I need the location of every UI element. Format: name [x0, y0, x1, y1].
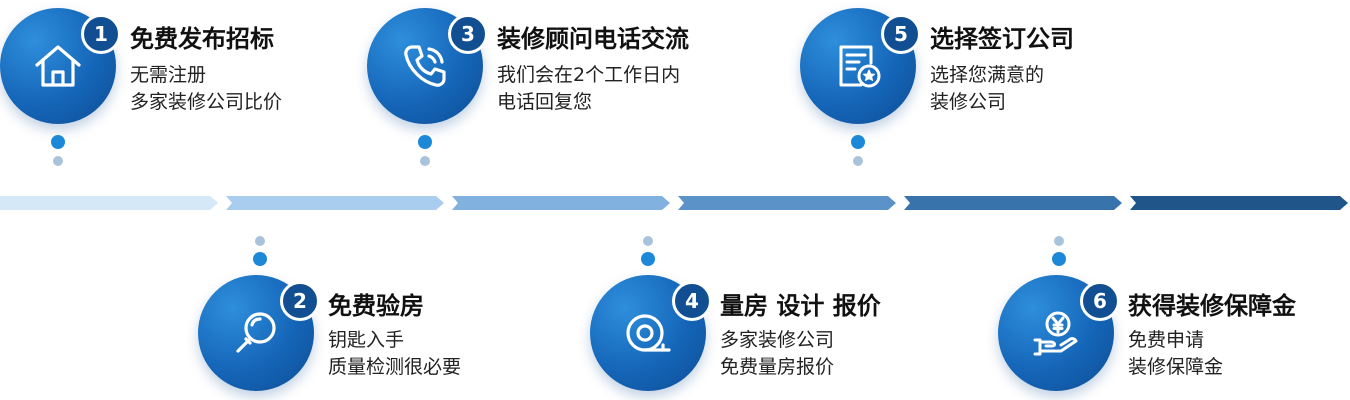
step-3-dot-small — [420, 156, 430, 166]
step-5-dot-small — [853, 156, 863, 166]
step-3-line-1: 我们会在2个工作日内 — [497, 64, 681, 86]
step-6-badge: 6 — [1080, 281, 1120, 321]
phone-icon — [404, 45, 446, 87]
step-3-dot — [418, 135, 432, 149]
step-3-title: 装修顾问电话交流 — [497, 25, 689, 53]
step-4-line-1: 多家装修公司 — [720, 329, 835, 351]
step-6-line-2: 装修保障金 — [1128, 356, 1224, 378]
step-4-title: 量房 设计 报价 — [720, 292, 881, 320]
step-5-badge: 5 — [881, 14, 921, 54]
step-3-badge: 3 — [448, 14, 488, 54]
timeline-arrow-4 — [678, 196, 896, 210]
step-2-line-2: 质量检测很必要 — [328, 356, 462, 378]
step-1-badge: 1 — [81, 14, 121, 54]
step-4-badge: 4 — [672, 281, 712, 321]
step-6-title: 获得装修保障金 — [1128, 292, 1296, 320]
step-6-desc: 免费申请 装修保障金 — [1128, 327, 1223, 381]
step-5-desc: 选择您满意的 装修公司 — [930, 62, 1044, 116]
step-5-dot — [851, 135, 865, 149]
step-5-line-1: 选择您满意的 — [930, 64, 1045, 86]
step-2-desc: 钥匙入手 质量检测很必要 — [328, 327, 461, 381]
step-4-dot — [641, 252, 655, 266]
house-icon — [35, 45, 81, 87]
magnifier-icon — [236, 312, 276, 353]
step-1-line-1: 无需注册 — [130, 64, 207, 86]
step-2-dot-small — [255, 236, 265, 246]
step-2-dot — [253, 252, 267, 266]
step-4-dot-small — [643, 236, 653, 246]
step-4-desc: 多家装修公司 免费量房报价 — [720, 327, 834, 381]
step-6-dot-small — [1054, 236, 1064, 246]
contract-star-icon — [839, 45, 881, 88]
step-1-title: 免费发布招标 — [130, 25, 274, 53]
step-2-title: 免费验房 — [328, 292, 424, 320]
timeline-arrow-3 — [452, 196, 670, 210]
step-5-title: 选择签订公司 — [930, 25, 1074, 53]
timeline-arrow-1 — [0, 196, 218, 210]
step-3-desc: 我们会在2个工作日内 电话回复您 — [497, 62, 680, 116]
timeline-arrow-2 — [226, 196, 444, 210]
step-3-line-2: 电话回复您 — [497, 91, 593, 113]
timeline-arrow-6 — [1130, 196, 1348, 210]
step-2-line-1: 钥匙入手 — [328, 329, 405, 351]
step-1-desc: 无需注册 多家装修公司比价 — [130, 62, 282, 116]
step-1-dot — [51, 135, 65, 149]
step-2-badge: 2 — [280, 281, 320, 321]
step-1-line-2: 多家装修公司比价 — [130, 91, 283, 113]
step-5-line-2: 装修公司 — [930, 91, 1007, 113]
step-1-dot-small — [53, 156, 63, 166]
step-6-line-1: 免费申请 — [1128, 329, 1205, 351]
step-6-dot — [1052, 252, 1066, 266]
yen-hand-icon — [1033, 311, 1078, 356]
step-4-line-2: 免费量房报价 — [720, 356, 835, 378]
timeline-arrow-5 — [904, 196, 1122, 210]
tape-measure-icon — [626, 314, 671, 352]
